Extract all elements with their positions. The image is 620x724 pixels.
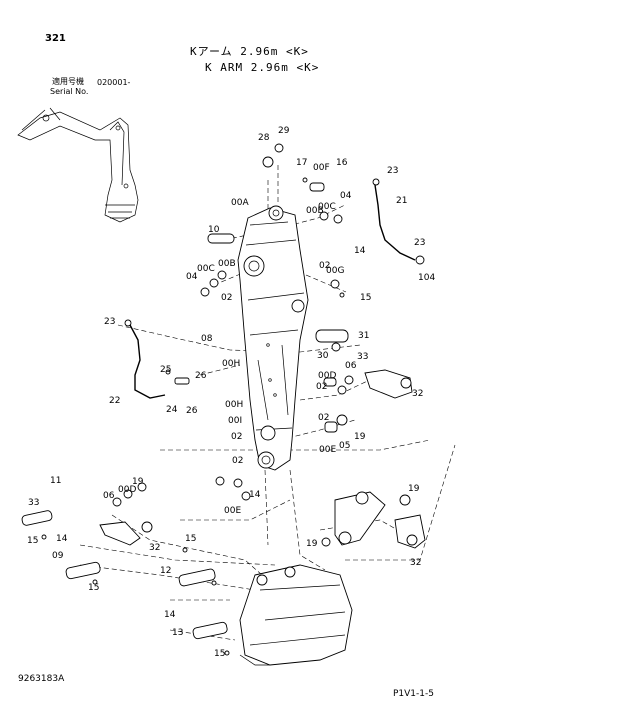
- callout-label: 21: [396, 196, 407, 206]
- callout-label: 33: [357, 352, 368, 362]
- callout-label: 32: [410, 558, 421, 568]
- link-assembly: [321, 369, 426, 549]
- hydraulic-hoses: [124, 178, 425, 399]
- callout-label: 31: [358, 331, 369, 341]
- title-english: K ARM 2.96m <K>: [205, 61, 320, 74]
- callout-label: 14: [354, 246, 366, 256]
- callout-label: 00F: [313, 163, 330, 173]
- callout-label: 00A: [231, 198, 249, 208]
- callout-label: 13: [172, 628, 183, 638]
- callout-label: 08: [201, 334, 213, 344]
- callout-label: 02: [232, 456, 243, 466]
- callout-label: 23: [104, 317, 115, 327]
- lower-left-hardware: [21, 476, 251, 656]
- callout-label: 04: [186, 272, 198, 282]
- arm-top-hardware: [200, 143, 349, 352]
- callout-label: 32: [149, 543, 160, 553]
- callout-label: 15: [185, 534, 196, 544]
- callout-label: 00E: [319, 445, 336, 455]
- page-reference: P1V1-1-5: [393, 689, 434, 699]
- callout-label: 24: [166, 405, 178, 415]
- serial-label-japanese: 適用号機: [52, 77, 84, 86]
- machine-overview-illustration: [17, 107, 139, 223]
- callout-label: 17: [296, 158, 307, 168]
- document-code: 9263183A: [18, 674, 65, 684]
- callout-label: 15: [27, 536, 38, 546]
- callout-label: 29: [278, 126, 290, 136]
- callout-label: 00I: [228, 416, 242, 426]
- callout-label: 02: [231, 432, 242, 442]
- callout-label: 25: [160, 365, 171, 375]
- callout-label: 23: [387, 166, 398, 176]
- callout-label: 02: [319, 261, 330, 271]
- callout-label: 00D: [318, 371, 336, 381]
- callout-label: 15: [360, 293, 371, 303]
- title-japanese: Kアーム 2.96m <K>: [190, 45, 309, 58]
- callout-label: 00C: [197, 264, 215, 274]
- callout-label: 04: [340, 191, 352, 201]
- callout-label: 02: [316, 382, 327, 392]
- callout-label: 05: [339, 441, 350, 451]
- serial-label-english: Serial No.: [50, 87, 89, 96]
- callout-label: 19: [132, 477, 144, 487]
- callout-label: 12: [160, 566, 171, 576]
- callout-label: 02: [221, 293, 232, 303]
- callout-label: 00B: [306, 206, 324, 216]
- callout-label: 26: [186, 406, 198, 416]
- callout-label: 28: [258, 133, 270, 143]
- arm-body: [237, 205, 309, 471]
- callout-label: 23: [414, 238, 425, 248]
- callout-label: 32: [412, 389, 423, 399]
- callout-label: 11: [50, 476, 61, 486]
- callout-label: 14: [56, 534, 68, 544]
- callout-label: 10: [208, 225, 220, 235]
- callout-label: 14: [249, 490, 261, 500]
- callout-label: 19: [306, 539, 318, 549]
- callout-label: 16: [336, 158, 348, 168]
- callout-label: 00G: [326, 266, 344, 276]
- callout-label: 06: [345, 361, 357, 371]
- callout-label: 26: [195, 371, 207, 381]
- callout-label: 00D: [118, 485, 136, 495]
- callout-label: 19: [408, 484, 420, 494]
- callout-label: 00H: [225, 400, 243, 410]
- callout-label: 30: [317, 351, 329, 361]
- callout-label: 02: [318, 413, 329, 423]
- callout-label: 15: [214, 649, 225, 659]
- callout-label: 00E: [224, 506, 241, 516]
- callout-label: 104: [418, 273, 435, 283]
- callout-label: 19: [354, 432, 366, 442]
- callout-label: 06: [103, 491, 115, 501]
- callout-label: 22: [109, 396, 120, 406]
- callout-label: 00H: [222, 359, 240, 369]
- callout-label: 00B: [218, 259, 236, 269]
- serial-value: 020001-: [97, 78, 131, 87]
- bucket: [239, 564, 353, 666]
- callout-label: 33: [28, 498, 39, 508]
- callout-label: 09: [52, 551, 64, 561]
- callout-label: 15: [88, 583, 99, 593]
- callout-label: 00C: [318, 202, 336, 212]
- callout-label: 14: [164, 610, 176, 620]
- page-number: 321: [45, 33, 66, 44]
